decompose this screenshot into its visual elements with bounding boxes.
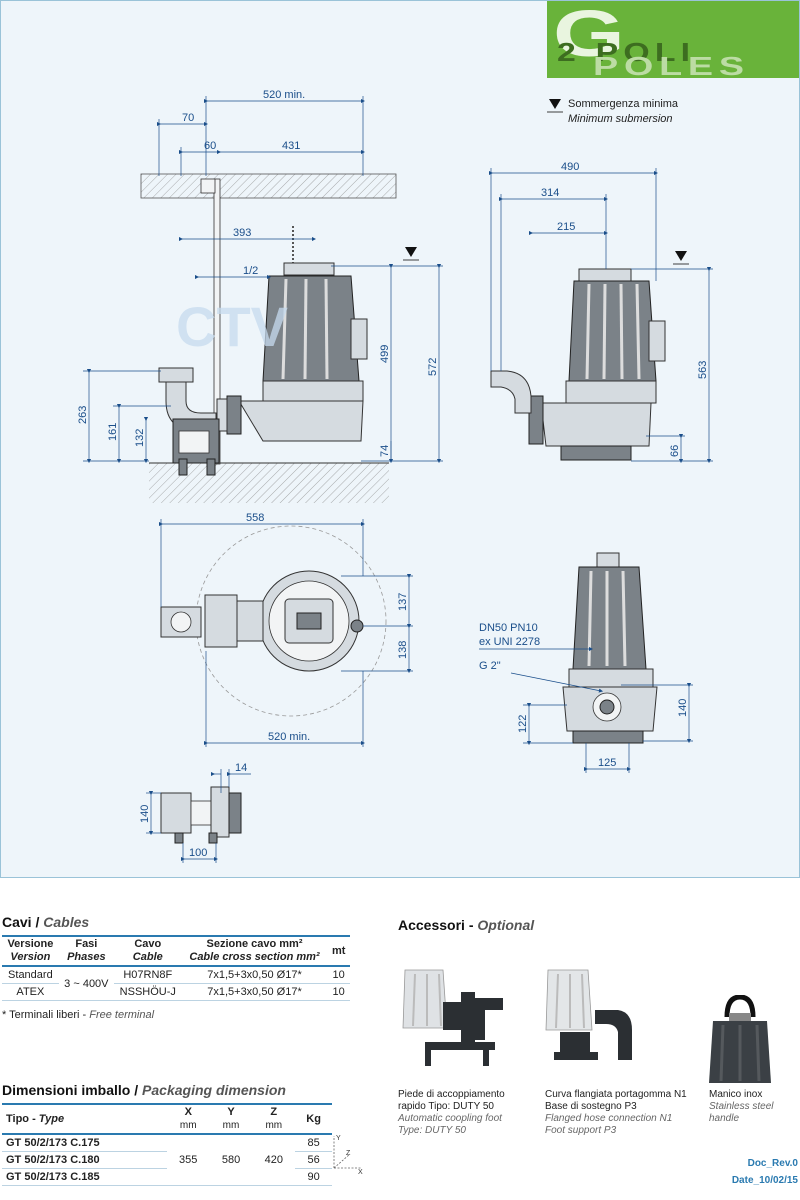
dim-499: 499 xyxy=(379,345,391,363)
dim-132: 132 xyxy=(134,429,146,447)
dim-100: 100 xyxy=(189,847,207,859)
flange-uni: ex UNI 2278 xyxy=(479,636,540,648)
doc-date: Date_10/02/15 xyxy=(731,1175,798,1186)
dim-140-left: 140 xyxy=(139,805,151,823)
pack-header-type: Tipo - Type xyxy=(6,1112,65,1125)
axis-x-label: X xyxy=(358,1169,363,1175)
dim-60: 60 xyxy=(204,140,216,152)
dim-558: 558 xyxy=(246,512,264,524)
dim-70: 70 xyxy=(182,112,194,124)
guide-rail xyxy=(213,178,221,465)
doc-revision: Doc_Rev.0 xyxy=(747,1158,798,1169)
packaging-title: Dimensioni imballo / Packaging dimension xyxy=(2,1082,286,1098)
xyz-axes-icon: Y Z X xyxy=(333,1135,363,1175)
submergence-label-en: Minimum submersion xyxy=(568,113,673,125)
dim-393: 393 xyxy=(233,227,251,239)
discharge-elbow xyxy=(158,367,220,476)
flanged-hose-image xyxy=(545,969,632,1060)
flange-dn50: DN50 PN10 xyxy=(479,622,538,634)
dim-572: 572 xyxy=(427,358,439,376)
dim-74: 74 xyxy=(379,445,391,457)
dim-125: 125 xyxy=(598,757,616,769)
dim-161: 161 xyxy=(107,423,119,441)
dim-66: 66 xyxy=(669,445,681,457)
dim-563: 563 xyxy=(697,361,709,379)
accessory-caption-1: Piede di accoppiamento rapido Tipo: DUTY… xyxy=(398,1089,505,1136)
accessory-caption-2: Curva flangiata portagomma N1 Base di so… xyxy=(545,1089,687,1136)
submergence-symbol-front xyxy=(675,251,687,261)
table-row: Standard 3 ~ 400V H07RN8F 7x1,5+3x0,50 Ø… xyxy=(2,966,350,990)
cables-title: Cavi / Cables xyxy=(2,914,90,930)
dim-122: 122 xyxy=(517,715,529,733)
dim-1-2: 1/2 xyxy=(243,265,258,277)
axis-y-label: Y xyxy=(336,1135,341,1142)
table-row: ATEX NSSHÖU-J 7x1,5+3x0,50 Ø17* 10 xyxy=(2,984,350,1001)
pump-front-detail xyxy=(562,552,658,744)
logo-line-1: 2 POLI xyxy=(557,37,696,67)
dim-263: 263 xyxy=(77,406,89,424)
dim-138: 138 xyxy=(397,641,409,659)
dim-431: 431 xyxy=(282,140,300,152)
axis-z-label: Z xyxy=(346,1150,351,1157)
dim-137: 137 xyxy=(397,593,409,611)
submergence-symbol-side xyxy=(405,247,417,257)
flange-g2: G 2" xyxy=(479,660,501,672)
logo-letter: G xyxy=(553,1,627,70)
dim-520min-top: 520 min. xyxy=(263,89,305,101)
floor-slab xyxy=(149,463,389,503)
technical-drawing: CTV 520 min. 70 60 431 393 1/2 499 572 7… xyxy=(77,89,713,863)
submergence-symbol-legend xyxy=(549,99,561,109)
logo-line-2: POLES xyxy=(593,51,750,78)
cables-footnote: * Terminali liberi - Free terminal xyxy=(2,1009,155,1021)
brand-logo: G 2 POLI POLES xyxy=(547,1,799,78)
submergence-label-it: Sommergenza minima xyxy=(568,98,679,110)
dim-490: 490 xyxy=(561,161,579,173)
pump-front-view xyxy=(490,268,666,461)
coupling-foot-image xyxy=(402,969,503,1066)
pump-side-view xyxy=(216,262,368,442)
technical-drawing-panel: CTV 520 min. 70 60 431 393 1/2 499 572 7… xyxy=(0,0,800,878)
cables-header-mt: mt xyxy=(331,944,346,957)
pack-header-kg: Kg xyxy=(306,1112,321,1125)
svg-text:CTV: CTV xyxy=(176,295,288,358)
ceiling-slab xyxy=(140,173,397,199)
accessory-caption-3: Manico inox Stainless steel handle xyxy=(709,1089,774,1124)
stainless-handle-image xyxy=(709,995,771,1083)
dim-215: 215 xyxy=(557,221,575,233)
coupling-foot-detail xyxy=(160,786,242,844)
dim-314: 314 xyxy=(541,187,559,199)
accessories-title: Accessori - Optional xyxy=(398,917,535,933)
dim-520min-bottom: 520 min. xyxy=(268,731,310,743)
table-row: GT 50/2/173 C.175 355 580 420 85 xyxy=(2,1134,332,1166)
dim-140-right: 140 xyxy=(677,699,689,717)
pump-top-view xyxy=(160,570,364,672)
dim-14: 14 xyxy=(235,762,247,774)
